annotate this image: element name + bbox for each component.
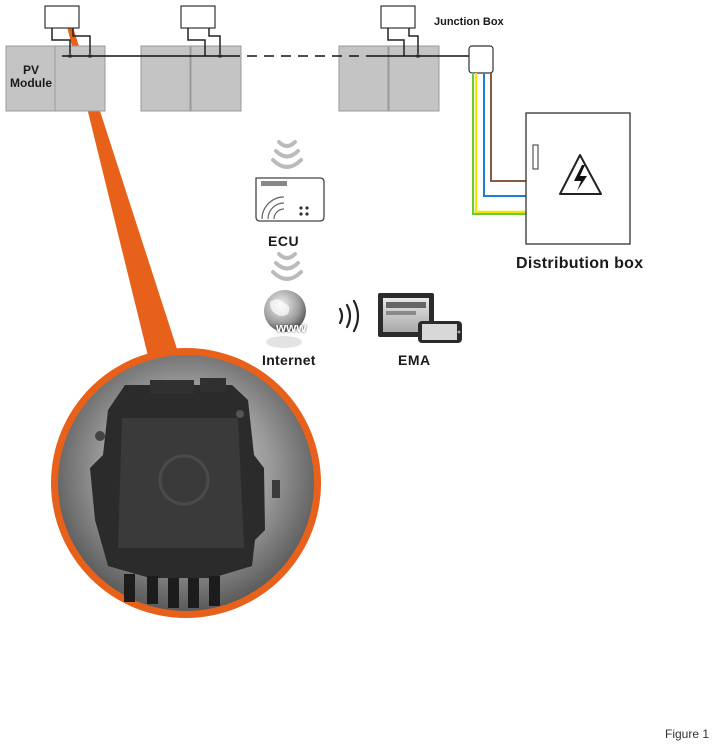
pv-module xyxy=(54,45,106,112)
wireless-signal-icon xyxy=(271,252,303,281)
door-handle xyxy=(532,144,539,170)
pv-module-label-line1: PV xyxy=(22,63,39,77)
distribution-box xyxy=(525,112,631,245)
internet-label: Internet xyxy=(262,352,316,368)
junction-box-label: Junction Box xyxy=(434,16,504,28)
magnified-inverter xyxy=(51,348,321,618)
pv-module xyxy=(140,45,191,112)
pv-module-label: PV Module xyxy=(8,64,54,90)
pv-module xyxy=(388,45,440,112)
pv-modules xyxy=(5,45,440,112)
junction-box xyxy=(468,45,494,74)
www-label: www xyxy=(276,320,307,335)
wireless-signal-icon xyxy=(271,140,303,169)
pv-module xyxy=(190,45,242,112)
figure-caption: Figure 1 xyxy=(665,727,710,741)
wireless-signal-icon xyxy=(338,299,360,333)
micro-inverter xyxy=(380,5,416,29)
micro-inverter-body xyxy=(90,378,280,608)
ecu-device xyxy=(255,177,325,222)
ema-label: EMA xyxy=(398,352,431,368)
micro-inverter xyxy=(180,5,216,29)
ecu-label: ECU xyxy=(268,233,300,249)
pv-module-label-line2: Module xyxy=(10,76,52,90)
dc-connector xyxy=(124,574,220,608)
grid-wires xyxy=(472,73,527,215)
pv-module xyxy=(338,45,389,112)
ema-monitor-icon xyxy=(378,293,462,343)
micro-inverter xyxy=(44,5,80,29)
distribution-box-label: Distribution box xyxy=(516,255,644,272)
globe-icon xyxy=(264,290,306,348)
micro-inverters xyxy=(44,5,420,58)
